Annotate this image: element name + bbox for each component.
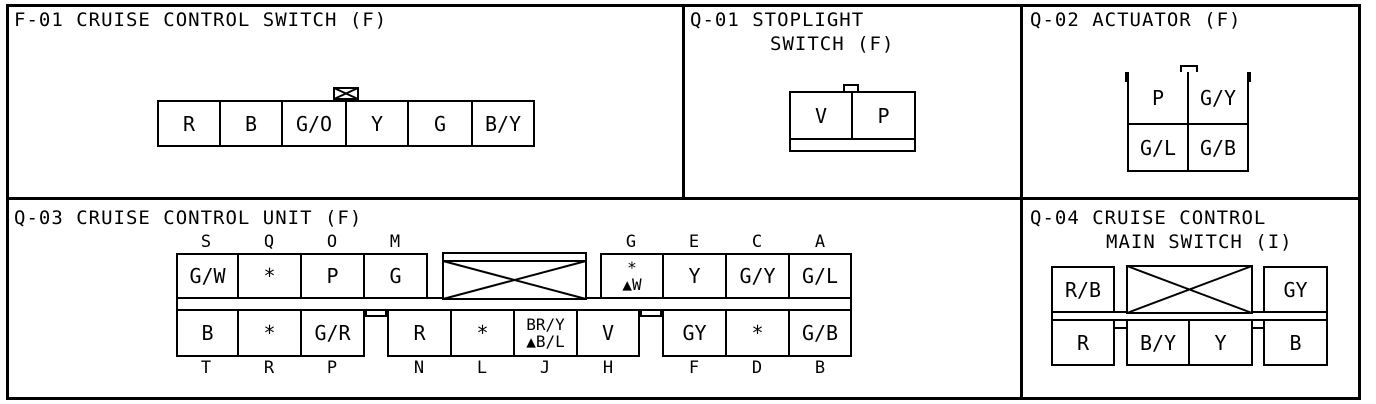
q03-cell: G/B <box>788 309 852 357</box>
q03-cell: * <box>450 309 515 357</box>
q03-pin-label: H <box>602 358 614 378</box>
q03-cell: G/L <box>788 253 852 299</box>
f01-cell: Y <box>345 100 409 147</box>
q03-pin-label: C <box>751 232 763 252</box>
q02-cell: P <box>1127 72 1189 125</box>
q02-cell: G/L <box>1127 123 1189 172</box>
q03-cell: V <box>576 309 640 357</box>
q03-cell: BR/Y ▲B/L <box>513 309 578 357</box>
f01-latch-icon <box>333 87 359 100</box>
q03-cell: * <box>725 309 790 357</box>
q03-cell: G <box>363 253 428 299</box>
q04-cell: Y <box>1188 319 1253 366</box>
q04-cell: B <box>1263 319 1328 366</box>
q02-cell: G/Y <box>1187 72 1249 125</box>
q03-cell: G/W <box>176 253 239 299</box>
q04-blank-cavity <box>1126 265 1253 314</box>
q03-pin-label: F <box>688 358 700 378</box>
q03-cell-line: BR/Y <box>526 315 565 334</box>
q03-pin-label: B <box>814 358 826 378</box>
q02-title: Q-02 ACTUATOR (F) <box>1030 9 1242 31</box>
q03-cell: G/Y <box>725 253 790 299</box>
q03-pin-label: M <box>389 232 401 252</box>
q03-cell: B <box>176 309 239 357</box>
q03-pin-label: O <box>326 232 338 252</box>
q01-title-line1: Q-01 STOPLIGHT <box>690 9 865 31</box>
q03-cell: P <box>300 253 365 299</box>
q03-cell: * <box>237 309 302 357</box>
q04-title-line2: MAIN SWITCH (I) <box>1106 231 1293 253</box>
q03-pin-label: Q <box>263 232 275 252</box>
q03-cell: R <box>387 309 452 357</box>
q03-pin-label: G <box>625 232 637 252</box>
f01-cell: R <box>157 100 221 147</box>
q04-cell: R <box>1051 319 1115 366</box>
q03-cell: * <box>237 253 302 299</box>
f01-cell: G <box>407 100 473 147</box>
panel-q04 <box>1020 197 1361 400</box>
q03-pin-label: S <box>200 232 212 252</box>
q03-title: Q-03 CRUISE CONTROL UNIT (F) <box>14 207 363 229</box>
q03-pin-label: J <box>539 358 551 378</box>
q03-pin-label: A <box>814 232 826 252</box>
q03-cell-line: ▲B/L <box>526 332 565 351</box>
f01-title: F-01 CRUISE CONTROL SWITCH (F) <box>14 9 388 31</box>
q03-cell-line: ▲W <box>622 275 642 294</box>
q03-tab <box>365 309 387 317</box>
q04-cell: B/Y <box>1126 319 1190 366</box>
q03-tab <box>640 309 662 317</box>
f01-cell: G/O <box>281 100 347 147</box>
q01-cell: P <box>851 91 916 140</box>
q01-title-line2: SWITCH (F) <box>770 33 895 55</box>
q04-title-line1: Q-04 CRUISE CONTROL <box>1030 207 1267 229</box>
q04-cell: R/B <box>1051 266 1115 313</box>
q01-cell: V <box>789 91 853 140</box>
q03-cell: G/R <box>300 309 365 357</box>
q03-pin-label: D <box>751 358 763 378</box>
q03-cell: Y <box>662 253 727 299</box>
q03-pin-label: T <box>200 358 212 378</box>
q02-cell: G/B <box>1187 123 1249 172</box>
q03-pin-label: P <box>326 358 338 378</box>
q03-pin-label: L <box>476 358 488 378</box>
q03-pin-label: N <box>413 358 425 378</box>
q03-pin-label: R <box>263 358 275 378</box>
q03-blank-cavity <box>442 252 587 300</box>
q03-cell: * ▲W <box>600 253 664 299</box>
q01-base <box>789 138 916 152</box>
f01-cell: B <box>219 100 283 147</box>
f01-cell: B/Y <box>471 100 535 147</box>
q04-cell: GY <box>1263 266 1328 313</box>
q03-cell: GY <box>662 309 727 357</box>
q03-pin-label: E <box>688 232 700 252</box>
q03-cell-line: * <box>627 258 637 277</box>
